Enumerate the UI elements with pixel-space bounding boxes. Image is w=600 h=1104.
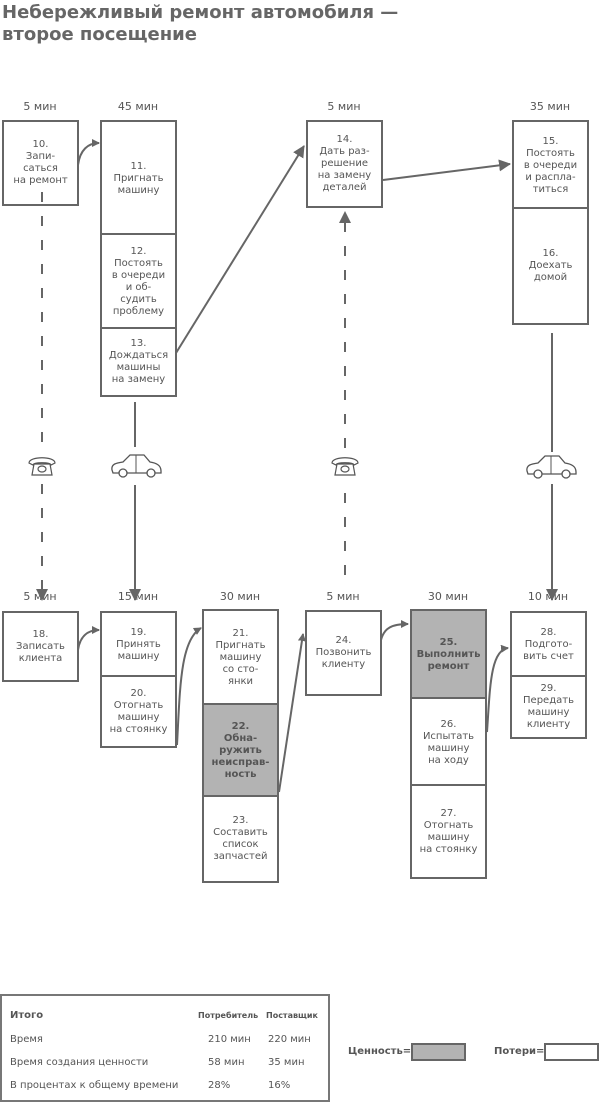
step-cell-24: 24. Позвонить клиенту xyxy=(307,612,380,694)
step-time: 5 мин xyxy=(23,590,57,603)
step-label: 23. Составить список запчастей xyxy=(213,815,268,862)
step-label: 18. Записать клиента xyxy=(16,628,65,664)
step-time: 35 мин xyxy=(529,100,571,113)
step-cell-14: 14. Дать раз- решение на замену деталей xyxy=(308,122,381,206)
flow-arrow-24-25 xyxy=(380,620,409,641)
step-label: 28. Подгото- вить счет xyxy=(523,627,574,662)
page-title: Небережливый ремонт автомобиля — второе … xyxy=(2,2,399,45)
step-label: 27. Отогнать машину на стоянку xyxy=(419,807,478,855)
summary-row-label: Время создания ценности xyxy=(10,1057,149,1068)
summary-row-value: 35 мин xyxy=(268,1057,305,1068)
flow-arrow-26-28 xyxy=(486,644,509,733)
step-box-25-27: 25. Выполнить ремонт 26. Испытать машину… xyxy=(410,609,487,879)
step-label: 25. Выполнить ремонт xyxy=(416,637,481,672)
step-label: 12. Постоять в очереди и об- судить проб… xyxy=(111,246,166,317)
flow-arrow-14-15 xyxy=(382,159,511,181)
flow-arrow-13-14 xyxy=(175,145,305,354)
flow-arrow-20-21 xyxy=(176,627,202,746)
summary-row-value: 16% xyxy=(268,1080,291,1091)
step-time: 30 мин xyxy=(219,590,261,603)
legend-value-swatch xyxy=(411,1043,466,1061)
step-cell-21: 21. Пригнать машину со сто- янки xyxy=(204,611,277,705)
summary-row-label: В процентах к общему времени xyxy=(10,1080,179,1091)
flow-arrow-10-11 xyxy=(77,139,100,166)
step-time: 15 мин xyxy=(117,590,159,603)
legend-waste-swatch xyxy=(544,1043,599,1061)
telephone-icon xyxy=(331,457,359,476)
legend-value-label: Ценность= xyxy=(348,1046,412,1057)
step-box-28-29: 28. Подгото- вить счет 29. Передать маши… xyxy=(510,611,587,739)
summary-column-consumer: Потребитель xyxy=(198,1011,259,1020)
step-time: 5 мин xyxy=(23,100,57,113)
step-cell-27: 27. Отогнать машину на стоянку xyxy=(412,784,485,877)
step-cell-15: 15. Постоять в очереди и распла- титься xyxy=(514,122,587,209)
step-label: 14. Дать раз- решение на замену деталей xyxy=(317,134,372,193)
step-label: 29. Передать машину клиенту xyxy=(523,683,574,730)
step-time: 5 мин xyxy=(327,100,361,113)
step-label: 19. Принять машину xyxy=(116,627,161,662)
step-box-21-23: 21. Пригнать машину со сто- янки 22. Обн… xyxy=(202,609,279,883)
step-cell-25: 25. Выполнить ремонт xyxy=(412,611,485,699)
flow-arrow-18-19 xyxy=(77,626,100,651)
step-label: 24. Позвонить клиенту xyxy=(315,635,372,670)
car-icon xyxy=(111,454,162,478)
step-cell-13: 13. Дождаться машины на замену xyxy=(102,327,175,395)
car-icon xyxy=(526,455,577,479)
step-label: 15. Постоять в очереди и распла- титься xyxy=(523,135,578,195)
step-cell-23: 23. Составить список запчастей xyxy=(204,795,277,881)
step-box-18: 18. Записать клиента xyxy=(2,611,79,682)
step-cell-22: 22. Обна- ружить неисправ- ность xyxy=(204,703,277,797)
step-cell-26: 26. Испытать машину на ходу xyxy=(412,697,485,786)
summary-row-label: Время xyxy=(10,1034,43,1045)
step-cell-20: 20. Отогнать машину на стоянку xyxy=(102,675,175,746)
summary-row-value: 28% xyxy=(208,1080,231,1091)
legend-waste-label: Потери= xyxy=(494,1046,545,1057)
step-label: 10. Запи- саться на ремонт xyxy=(13,139,68,186)
flow-arrow-22-24 xyxy=(278,633,306,793)
step-time: 30 мин xyxy=(427,590,469,603)
summary-row-value: 220 мин xyxy=(268,1034,311,1045)
step-label: 22. Обна- ружить неисправ- ность xyxy=(211,721,270,780)
step-cell-29: 29. Передать машину клиенту xyxy=(512,675,585,737)
step-cell-11: 11. Пригнать машину xyxy=(102,122,175,235)
summary-header: Итого xyxy=(10,1010,44,1021)
summary-column-supplier: Поставщик xyxy=(266,1011,318,1020)
step-time: 10 мин xyxy=(527,590,569,603)
step-cell-19: 19. Принять машину xyxy=(102,613,175,677)
step-cell-12: 12. Постоять в очереди и об- судить проб… xyxy=(102,233,175,329)
summary-row-value: 210 мин xyxy=(208,1034,251,1045)
step-box-11-13: 11. Пригнать машину 12. Постоять в очере… xyxy=(100,120,177,397)
step-label: 20. Отогнать машину на стоянку xyxy=(109,687,168,735)
step-cell-10: 10. Запи- саться на ремонт xyxy=(4,122,77,204)
step-time: 45 мин xyxy=(117,100,159,113)
summary-row-value: 58 мин xyxy=(208,1057,245,1068)
step-box-10: 10. Запи- саться на ремонт xyxy=(2,120,79,206)
step-cell-28: 28. Подгото- вить счет xyxy=(512,613,585,677)
summary-table: Итого Потребитель Поставщик Время 210 ми… xyxy=(0,994,330,1102)
step-box-15-16: 15. Постоять в очереди и распла- титься … xyxy=(512,120,589,325)
telephone-icon xyxy=(28,457,56,476)
step-time: 5 мин xyxy=(326,590,360,603)
step-cell-16: 16. Доехать домой xyxy=(514,207,587,323)
step-label: 21. Пригнать машину со сто- янки xyxy=(215,628,266,687)
step-label: 26. Испытать машину на ходу xyxy=(422,718,475,766)
step-box-24: 24. Позвонить клиенту xyxy=(305,610,382,696)
step-label: 13. Дождаться машины на замену xyxy=(108,338,169,385)
step-box-19-20: 19. Принять машину 20. Отогнать машину н… xyxy=(100,611,177,748)
step-label: 16. Доехать домой xyxy=(528,248,573,283)
step-box-14: 14. Дать раз- решение на замену деталей xyxy=(306,120,383,208)
step-cell-18: 18. Записать клиента xyxy=(4,613,77,680)
step-label: 11. Пригнать машину xyxy=(113,160,164,196)
